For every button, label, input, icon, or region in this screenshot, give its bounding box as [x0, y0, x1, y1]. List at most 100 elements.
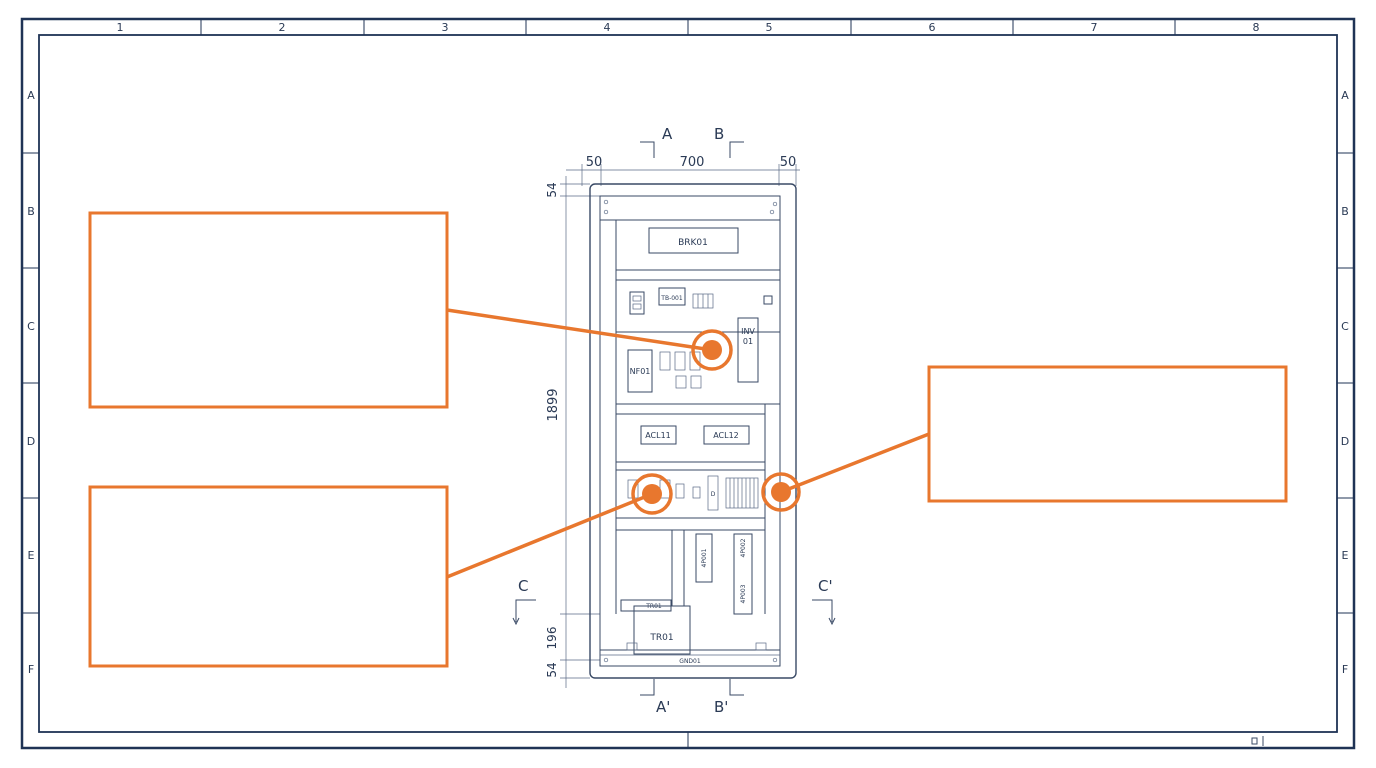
row-label: C [27, 320, 35, 333]
callout-leader-1 [446, 308, 713, 352]
reactor-acl12-label: ACL12 [713, 431, 739, 440]
column-label: 4 [604, 21, 611, 34]
callout-target-dot-2 [642, 484, 662, 504]
vertical-device-2 [733, 533, 753, 615]
vertical-device-1 [695, 533, 713, 583]
row-label: F [1342, 663, 1348, 676]
vertical-dimension [560, 176, 600, 688]
bottom-rail-label: GND01 [679, 658, 701, 665]
top-plate [599, 195, 781, 221]
row-label: F [28, 663, 34, 676]
dim-bottom: 54 [545, 662, 559, 677]
horizontal-dimension [566, 164, 800, 186]
column-zone-ticks [200, 19, 1176, 748]
relay-small [629, 291, 645, 315]
row-zone-ticks [22, 152, 1354, 614]
callout-target-ring-3 [761, 472, 801, 512]
bottom-rail [599, 649, 781, 667]
noise-filter-nf01-label: NF01 [630, 367, 651, 376]
row-labels-left: A B C D E F [27, 89, 35, 676]
cabinet-drawing: A B 50 700 50 54 1899 196 54 [512, 125, 836, 716]
reactor-compartment-body [615, 413, 766, 463]
callout-leader-2 [446, 492, 653, 579]
vertical-device-1-label: 4P001 [701, 548, 708, 567]
row-label: A [1341, 89, 1349, 102]
callout-leader-3 [780, 432, 930, 494]
callout-target-ring-2 [631, 473, 673, 515]
column-labels: 1 2 3 4 5 6 7 8 [117, 21, 1260, 34]
indicator-small [763, 295, 773, 305]
callout-target-dot-3 [771, 482, 791, 502]
callout-box-3[interactable] [927, 365, 1288, 503]
column-label: 3 [442, 21, 449, 34]
column-label: 6 [929, 21, 936, 34]
row-label: D [27, 435, 35, 448]
inverter-inv01 [737, 317, 759, 383]
section-mark-c-prime [812, 599, 836, 626]
section-label-a: A [662, 125, 673, 143]
row-label: E [28, 549, 35, 562]
row-label: C [1341, 320, 1349, 333]
inverter-inv01-label-1: INV [741, 327, 755, 336]
row-label: D [1341, 435, 1349, 448]
transformer-tr01-label: TR01 [649, 633, 673, 643]
bottom-rail-terminals [600, 642, 780, 663]
row-labels-right: A B C D E F [1341, 89, 1349, 676]
reactor-acl12 [703, 425, 750, 445]
column-label: 2 [279, 21, 286, 34]
column-label: 7 [1091, 21, 1098, 34]
column-label: 8 [1253, 21, 1260, 34]
dim-height: 1899 [546, 388, 561, 421]
io-terminals [627, 475, 719, 511]
callout-box-2[interactable] [88, 485, 449, 668]
terminal-block-tb01-label: TB-001 [660, 295, 683, 302]
reactor-compartment [615, 403, 766, 415]
callout-target-dot-1 [702, 340, 722, 360]
section-mark-b [729, 141, 744, 158]
control-compartment [615, 269, 781, 281]
terminal-block-tb01 [658, 287, 686, 306]
io-compartment [615, 461, 766, 471]
noise-filter-nf01 [627, 349, 653, 393]
row-label: A [27, 89, 35, 102]
section-mark-b-prime [729, 679, 744, 696]
dim-width: 700 [680, 155, 705, 170]
inverter-inv01-label-2: 01 [743, 337, 753, 346]
section-label-c: C [518, 577, 528, 595]
column-label: 1 [117, 21, 124, 34]
callouts [88, 211, 1288, 668]
section-mark-c [512, 599, 536, 626]
row-label: E [1342, 549, 1349, 562]
terminal-strip [725, 477, 759, 509]
io-compartment-foot [615, 517, 766, 531]
dim-left-margin: 50 [586, 155, 603, 170]
vertical-device-2-label: 4P002 [740, 538, 747, 557]
callout-target-ring-1 [691, 329, 733, 371]
section-label-b: B [714, 125, 724, 143]
fuse-bank [692, 293, 714, 309]
callout-box-1[interactable] [88, 211, 449, 409]
reactor-acl11 [640, 425, 677, 445]
row-label: B [1341, 205, 1349, 218]
lower-compartment [615, 530, 685, 614]
contactor-row [659, 351, 702, 389]
section-label-c-prime: C' [818, 577, 833, 595]
reactor-acl11-label: ACL11 [645, 431, 671, 440]
revision-mark [1251, 736, 1264, 746]
row-label: B [27, 205, 35, 218]
cabinet-inner [599, 195, 781, 667]
transformer-tr01 [633, 605, 691, 655]
section-label-b-prime: B' [714, 698, 728, 716]
vertical-device-3-label: 4P003 [740, 584, 747, 603]
breaker-brk01 [648, 227, 739, 254]
cabinet-enclosure [589, 183, 797, 679]
dim-right-margin: 50 [780, 155, 797, 170]
column-label: 5 [766, 21, 773, 34]
section-label-a-prime: A' [656, 698, 670, 716]
section-mark-a-prime [640, 679, 655, 696]
breaker-brk01-label: BRK01 [678, 238, 708, 248]
section-mark-a [640, 141, 655, 158]
dim-lower: 196 [545, 627, 559, 650]
dim-top: 54 [545, 182, 559, 197]
